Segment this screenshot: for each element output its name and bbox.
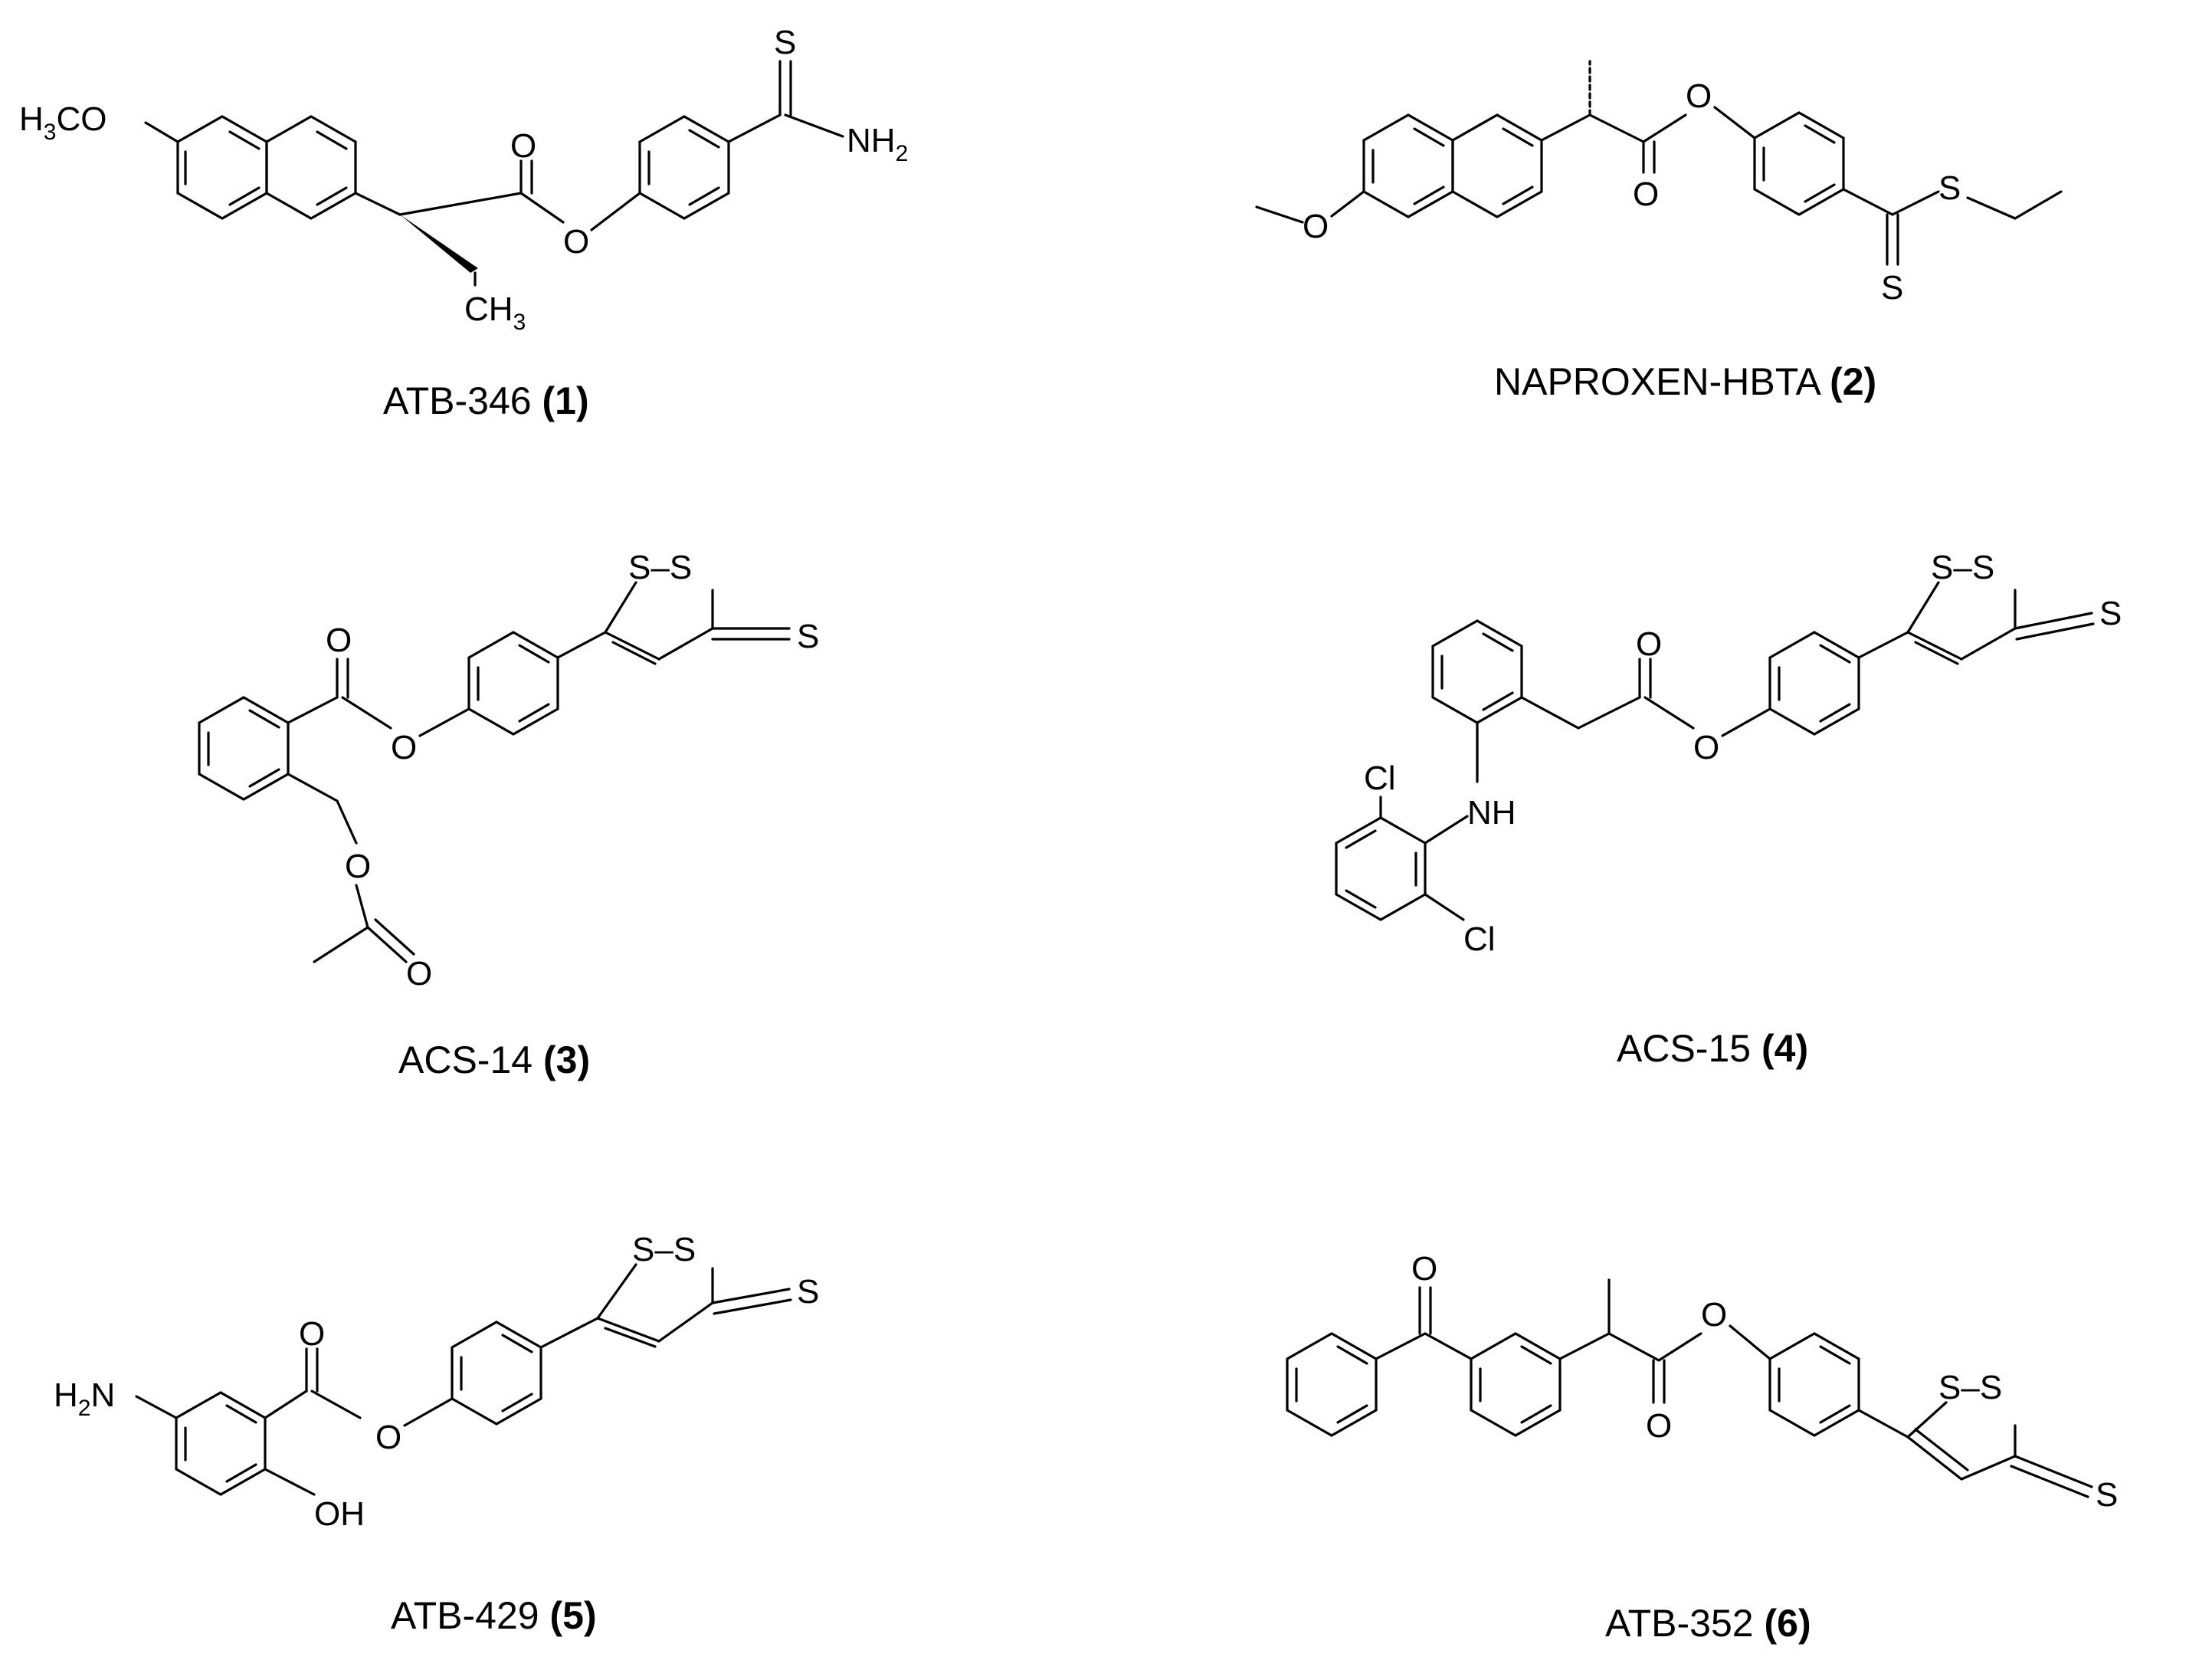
- atom-label-h2n: H2N: [54, 1376, 115, 1421]
- structure-atb-352: O O O S–S S: [1286, 1250, 2118, 1514]
- atom-label-nh: NH: [1467, 794, 1516, 832]
- atom-label-thione-s: S: [797, 1273, 819, 1311]
- atom-label-carbonyl-o: O: [1646, 1407, 1672, 1445]
- atom-label-ring-ss: S–S: [1938, 1369, 2002, 1406]
- atom-label-cl-top: Cl: [1364, 760, 1396, 797]
- atom-label-carbonyl-o: O: [1636, 625, 1662, 663]
- caption-compound-3: ACS-14 (3): [398, 1038, 590, 1081]
- atom-label-carbonyl-o: O: [326, 622, 352, 659]
- atom-label-carbonyl-o: O: [299, 1315, 325, 1353]
- atom-label-ester-o: O: [1686, 77, 1712, 115]
- atom-label-ester-o: O: [375, 1419, 401, 1456]
- atom-label-carbonyl-o: O: [510, 127, 536, 165]
- structure-acs-15: NH Cl Cl O O S–S S: [1335, 549, 2122, 958]
- atom-label-carbonyl-o: O: [1633, 176, 1659, 213]
- atom-label-ester-o: O: [1701, 1296, 1727, 1334]
- atom-label-thione-s: S: [2099, 595, 2122, 632]
- atom-label-thione-s: S: [1881, 269, 1903, 307]
- atom-label-ring-ss: S–S: [628, 549, 692, 586]
- atom-label-h3co: H3CO: [19, 100, 107, 145]
- atom-label-ester-o: O: [391, 729, 417, 766]
- atom-label-thioamide-s: S: [774, 24, 796, 61]
- atom-label-thioester-s: S: [1938, 169, 1961, 207]
- atom-label-ch3: CH3: [464, 290, 526, 335]
- structure-acs-14: O O S–S S O O: [198, 549, 819, 992]
- atom-label-ring-ss: S–S: [632, 1231, 696, 1268]
- atom-label-ester-o: O: [1693, 729, 1719, 766]
- atom-label-ester-o: O: [563, 223, 589, 261]
- structure-atb-429: H2N OH O O S–S S: [54, 1231, 819, 1533]
- atom-label-thione-s: S: [2096, 1476, 2118, 1514]
- atom-label-oh: OH: [314, 1495, 365, 1533]
- caption-compound-5: ATB-429 (5): [391, 1594, 597, 1637]
- atom-label-cl-bottom: Cl: [1463, 920, 1496, 958]
- atom-label-nh2: NH2: [847, 122, 908, 166]
- atom-label-ketone-o: O: [1411, 1250, 1437, 1288]
- structure-naproxen-hbta: O O O S S: [1255, 60, 2063, 307]
- caption-compound-1: ATB-346 (1): [383, 379, 589, 422]
- atom-label-methoxy-o: O: [1303, 208, 1329, 245]
- caption-compound-6: ATB-352 (6): [1605, 1602, 1811, 1645]
- caption-compound-4: ACS-15 (4): [1617, 1027, 1808, 1070]
- atom-label-thione-s: S: [797, 618, 819, 655]
- atom-label-acetyl-o: O: [345, 848, 371, 885]
- caption-compound-2: NAPROXEN-HBTA (2): [1494, 360, 1876, 403]
- structure-atb-346: H3CO CH3 O O S NH2: [19, 24, 908, 335]
- atom-label-ring-ss: S–S: [1931, 549, 1994, 586]
- atom-label-acetyl-carbonyl-o: O: [406, 955, 432, 992]
